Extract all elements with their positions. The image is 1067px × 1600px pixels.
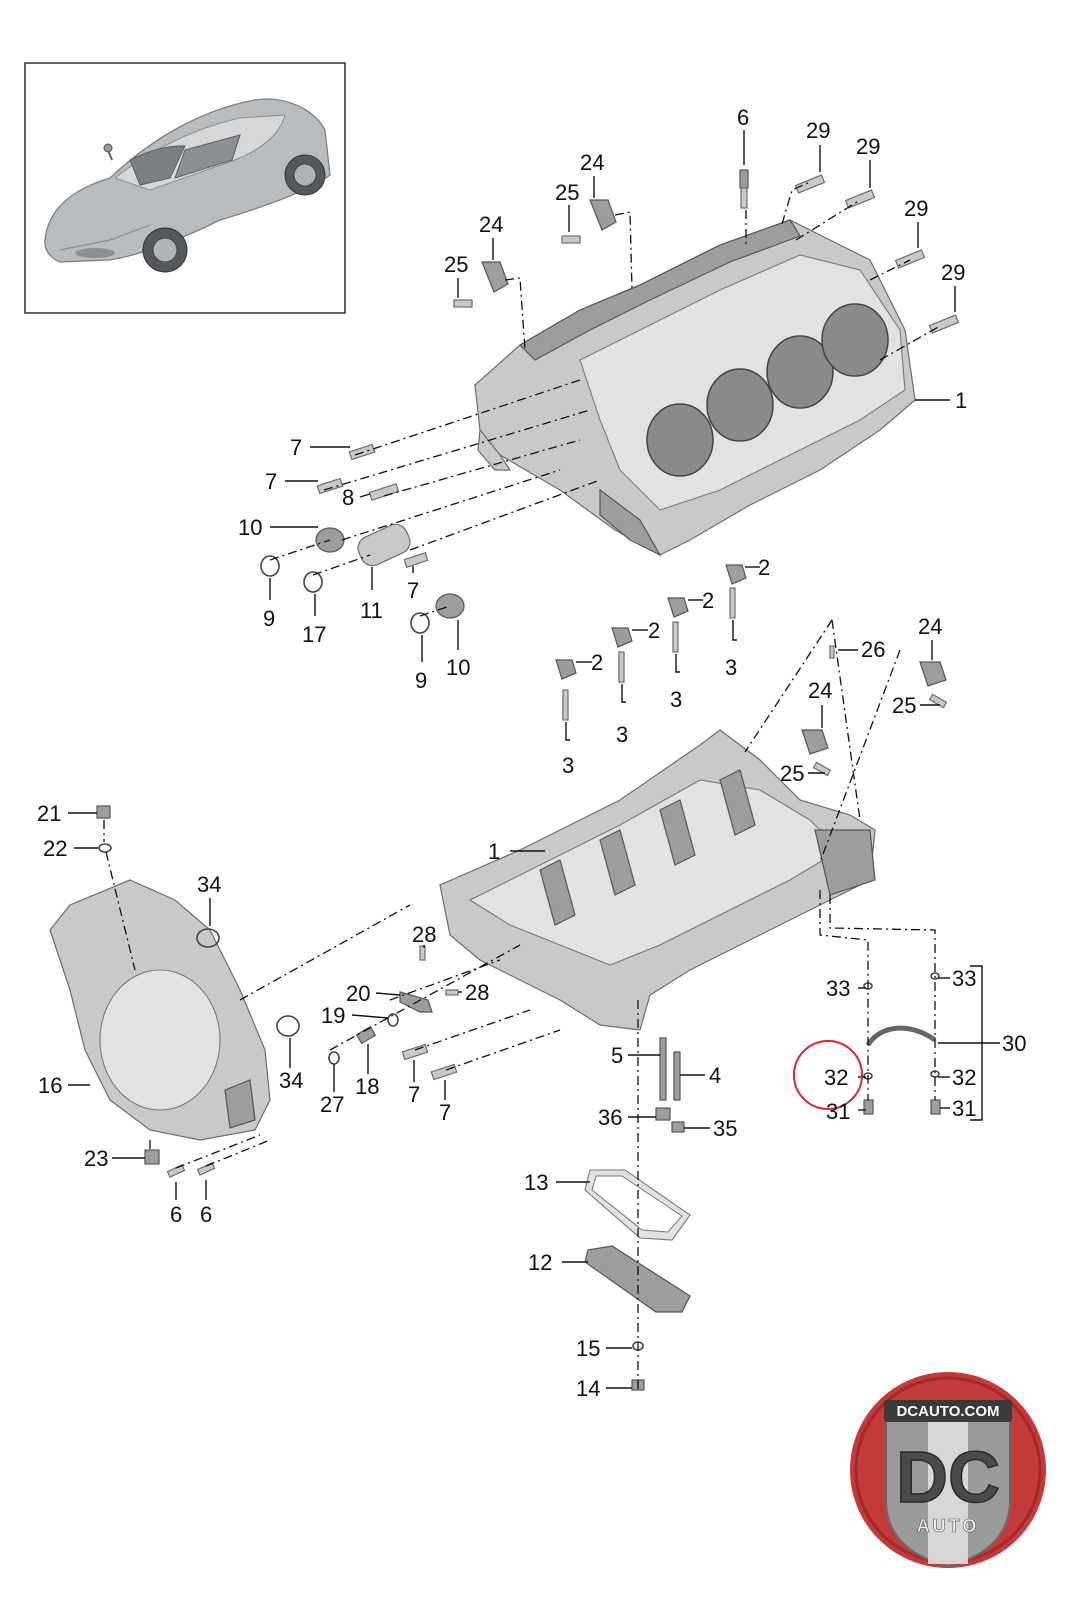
callout-28: 28 <box>412 922 436 947</box>
main-bearing-webs <box>539 769 756 926</box>
callout-26: 26 <box>861 637 885 662</box>
callout-25: 25 <box>444 252 468 277</box>
vehicle-thumbnail <box>24 62 346 314</box>
callout-34: 34 <box>197 872 221 897</box>
callout-labels: 6 29 29 29 29 24 25 24 25 1 7 7 8 10 9 1… <box>37 105 1026 1401</box>
callout-7: 7 <box>290 435 302 460</box>
callout-2: 2 <box>758 555 770 580</box>
callout-7: 7 <box>439 1100 451 1125</box>
callout-4: 4 <box>709 1063 721 1088</box>
callout-1: 1 <box>955 388 967 413</box>
logo-word: AUTO <box>917 1516 980 1536</box>
callout-2: 2 <box>648 618 660 643</box>
logo-initials: DC <box>896 1438 1000 1518</box>
callout-24: 24 <box>479 212 503 237</box>
assembly-lines <box>103 181 941 1390</box>
cylinder-bores <box>646 303 889 477</box>
dcauto-logo: DCAUTO.COM DC AUTO <box>850 1372 1046 1568</box>
callout-2: 2 <box>702 588 714 613</box>
logo-url: DCAUTO.COM <box>896 1403 999 1420</box>
callout-27: 27 <box>320 1092 344 1117</box>
callout-29: 29 <box>806 118 830 143</box>
highlight-circle <box>793 1040 863 1110</box>
callout-6: 6 <box>200 1202 212 1227</box>
callout-8: 8 <box>342 485 354 510</box>
callout-1: 1 <box>488 839 500 864</box>
callout-24: 24 <box>808 678 832 703</box>
callout-3: 3 <box>616 722 628 747</box>
callout-14: 14 <box>576 1376 600 1401</box>
callout-25: 25 <box>780 761 804 786</box>
callout-6: 6 <box>170 1202 182 1227</box>
leader-lines <box>68 130 1000 1389</box>
callout-30: 30 <box>1002 1031 1026 1056</box>
car-illustration <box>44 98 331 273</box>
callout-16: 16 <box>38 1073 62 1098</box>
callout-3: 3 <box>562 753 574 778</box>
callout-36: 36 <box>598 1105 622 1130</box>
callout-24: 24 <box>918 614 942 639</box>
lower-crankcase <box>439 729 876 1031</box>
callout-7: 7 <box>265 469 277 494</box>
callout-7: 7 <box>407 578 419 603</box>
callout-15: 15 <box>576 1336 600 1361</box>
callout-9: 9 <box>415 668 427 693</box>
callout-29: 29 <box>904 196 928 221</box>
callout-17: 17 <box>302 622 326 647</box>
callout-29: 29 <box>941 260 965 285</box>
callout-5: 5 <box>611 1043 623 1068</box>
callout-25: 25 <box>892 693 916 718</box>
small-parts <box>96 169 960 1178</box>
callout-11: 11 <box>360 598 383 623</box>
callout-3: 3 <box>670 687 682 712</box>
callout-12: 12 <box>528 1250 552 1275</box>
callout-34: 34 <box>279 1068 303 1093</box>
callout-10: 10 <box>238 515 262 540</box>
callout-7: 7 <box>408 1082 420 1107</box>
callout-32: 32 <box>952 1065 976 1090</box>
callout-31: 31 <box>952 1096 976 1121</box>
callout-24: 24 <box>580 150 604 175</box>
timing-cover <box>49 879 271 1141</box>
callout-3: 3 <box>725 655 737 680</box>
callout-6: 6 <box>737 105 749 130</box>
callout-25: 25 <box>555 180 579 205</box>
callout-20: 20 <box>346 981 370 1006</box>
callout-2: 2 <box>591 650 603 675</box>
callout-10: 10 <box>446 655 470 680</box>
callout-18: 18 <box>355 1074 379 1099</box>
callout-19: 19 <box>321 1003 345 1028</box>
callout-29: 29 <box>856 134 880 159</box>
callout-35: 35 <box>713 1116 737 1141</box>
callout-32: 32 <box>824 1065 848 1090</box>
callout-23: 23 <box>84 1146 108 1171</box>
callout-31: 31 <box>826 1099 850 1124</box>
callout-33: 33 <box>952 966 976 991</box>
callout-9: 9 <box>263 606 275 631</box>
callout-22: 22 <box>43 836 67 861</box>
callout-13: 13 <box>524 1170 548 1195</box>
upper-crankcase-block <box>474 219 916 557</box>
callout-21: 21 <box>37 801 61 826</box>
callout-28: 28 <box>465 980 489 1005</box>
callout-33: 33 <box>826 976 850 1001</box>
